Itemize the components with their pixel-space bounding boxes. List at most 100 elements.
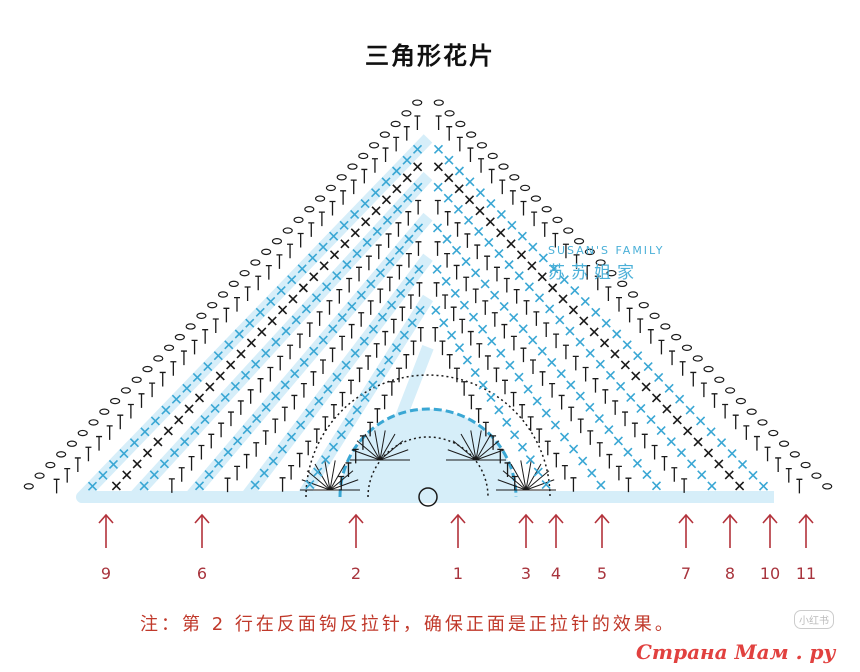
dc-stitch bbox=[188, 455, 195, 471]
fan-arc bbox=[338, 407, 518, 498]
dc-stitch bbox=[305, 440, 312, 456]
sc-stitch bbox=[528, 335, 538, 345]
dc-stitch bbox=[359, 435, 366, 450]
chain-stitch bbox=[509, 174, 520, 181]
chain-stitch bbox=[649, 312, 660, 320]
row-label-9: 9 bbox=[100, 564, 112, 583]
sc-stitch bbox=[261, 348, 271, 358]
sc-stitch bbox=[594, 413, 604, 424]
sc-stitch bbox=[471, 268, 481, 278]
dc-stitch bbox=[390, 318, 397, 334]
sc-stitch bbox=[291, 315, 301, 325]
dc-stitch bbox=[434, 199, 441, 215]
dc-stitch bbox=[159, 371, 166, 387]
sc-stitch bbox=[381, 195, 392, 205]
dc-stitch bbox=[775, 457, 782, 472]
dc-stitch bbox=[318, 211, 325, 227]
fan-spoke bbox=[329, 463, 346, 491]
chain-stitch bbox=[768, 429, 779, 437]
dc-stitch bbox=[85, 446, 92, 462]
chain-stitch bbox=[34, 472, 45, 479]
dc-stitch bbox=[743, 425, 750, 440]
dc-stitch bbox=[348, 379, 354, 395]
row-label-2: 2 bbox=[350, 564, 362, 583]
sc-stitch bbox=[459, 300, 469, 310]
sc-stitch bbox=[350, 228, 360, 238]
fan-spoke bbox=[306, 470, 331, 491]
sc-stitch bbox=[245, 318, 255, 328]
sc-stitch bbox=[487, 336, 497, 346]
dc-stitch bbox=[339, 391, 346, 407]
sc-stitch bbox=[626, 392, 636, 402]
sc-stitch bbox=[163, 426, 173, 436]
sc-stitch bbox=[359, 336, 369, 346]
dc-stitch bbox=[615, 465, 622, 481]
chain-stitch bbox=[584, 248, 595, 256]
dc-stitch bbox=[493, 266, 500, 282]
sc-stitch bbox=[153, 437, 163, 447]
chain-stitch bbox=[412, 99, 423, 106]
fan-spoke bbox=[475, 440, 500, 461]
sc-stitch bbox=[402, 173, 412, 183]
sc-stitch bbox=[463, 215, 474, 225]
sc-stitch bbox=[550, 420, 560, 430]
row-arrow-head-6 bbox=[194, 513, 210, 524]
sc-stitch bbox=[676, 448, 687, 458]
dc-stitch bbox=[700, 382, 707, 398]
sc-stitch bbox=[119, 448, 129, 459]
dc-stitch bbox=[352, 448, 359, 464]
dc-stitch bbox=[279, 477, 286, 492]
sc-stitch bbox=[566, 380, 576, 390]
dc-stitch bbox=[356, 367, 363, 383]
chain-stitch bbox=[379, 131, 390, 138]
sc-stitch bbox=[267, 316, 277, 326]
dc-stitch bbox=[218, 422, 225, 438]
dc-stitch bbox=[138, 393, 145, 408]
chain-stitch bbox=[606, 269, 617, 277]
sc-stitch bbox=[579, 316, 589, 326]
sc-stitch bbox=[549, 264, 559, 274]
dc-stitch bbox=[468, 394, 475, 410]
sc-stitch bbox=[375, 268, 385, 278]
chain-stitch bbox=[250, 259, 261, 266]
dc-stitch bbox=[690, 371, 697, 387]
sc-stitch bbox=[433, 162, 443, 172]
dc-stitch bbox=[329, 200, 336, 216]
dc-stitch bbox=[453, 367, 460, 383]
dc-stitch bbox=[227, 411, 234, 427]
sc-stitch bbox=[578, 456, 588, 466]
sc-stitch bbox=[329, 231, 339, 241]
sc-stitch bbox=[505, 360, 515, 370]
chain-stitch bbox=[207, 301, 218, 309]
sc-stitch bbox=[601, 318, 611, 328]
fan-spoke bbox=[379, 440, 404, 461]
dc-stitch bbox=[377, 288, 384, 304]
dc-stitch bbox=[497, 448, 504, 464]
sc-stitch bbox=[524, 282, 534, 292]
sc-stitch bbox=[442, 234, 452, 244]
sc-stitch bbox=[190, 426, 200, 436]
row-arrow-head-9 bbox=[98, 513, 114, 524]
dc-stitch bbox=[796, 478, 803, 494]
sc-stitch bbox=[396, 288, 406, 298]
sc-stitch bbox=[350, 348, 360, 358]
corner-badge: 小红书 bbox=[794, 610, 834, 629]
chain-stitch bbox=[541, 206, 552, 213]
sc-stitch bbox=[391, 343, 402, 353]
sc-stitch bbox=[194, 481, 205, 491]
sc-stitch bbox=[631, 371, 641, 381]
sc-stitch bbox=[724, 470, 734, 480]
sc-stitch bbox=[613, 436, 623, 446]
chain-stitch bbox=[131, 376, 142, 383]
dc-stitch bbox=[509, 190, 516, 205]
dc-stitch bbox=[234, 297, 240, 312]
chain-stitch bbox=[455, 120, 466, 128]
dc-stitch bbox=[117, 414, 124, 430]
sc-stitch bbox=[287, 275, 297, 285]
dc-stitch bbox=[482, 421, 489, 437]
dc-stitch bbox=[287, 243, 294, 259]
chain-stitch bbox=[487, 152, 498, 160]
row-label-8: 8 bbox=[724, 564, 736, 583]
dc-stitch bbox=[296, 452, 303, 468]
dc-stitch bbox=[417, 326, 424, 342]
